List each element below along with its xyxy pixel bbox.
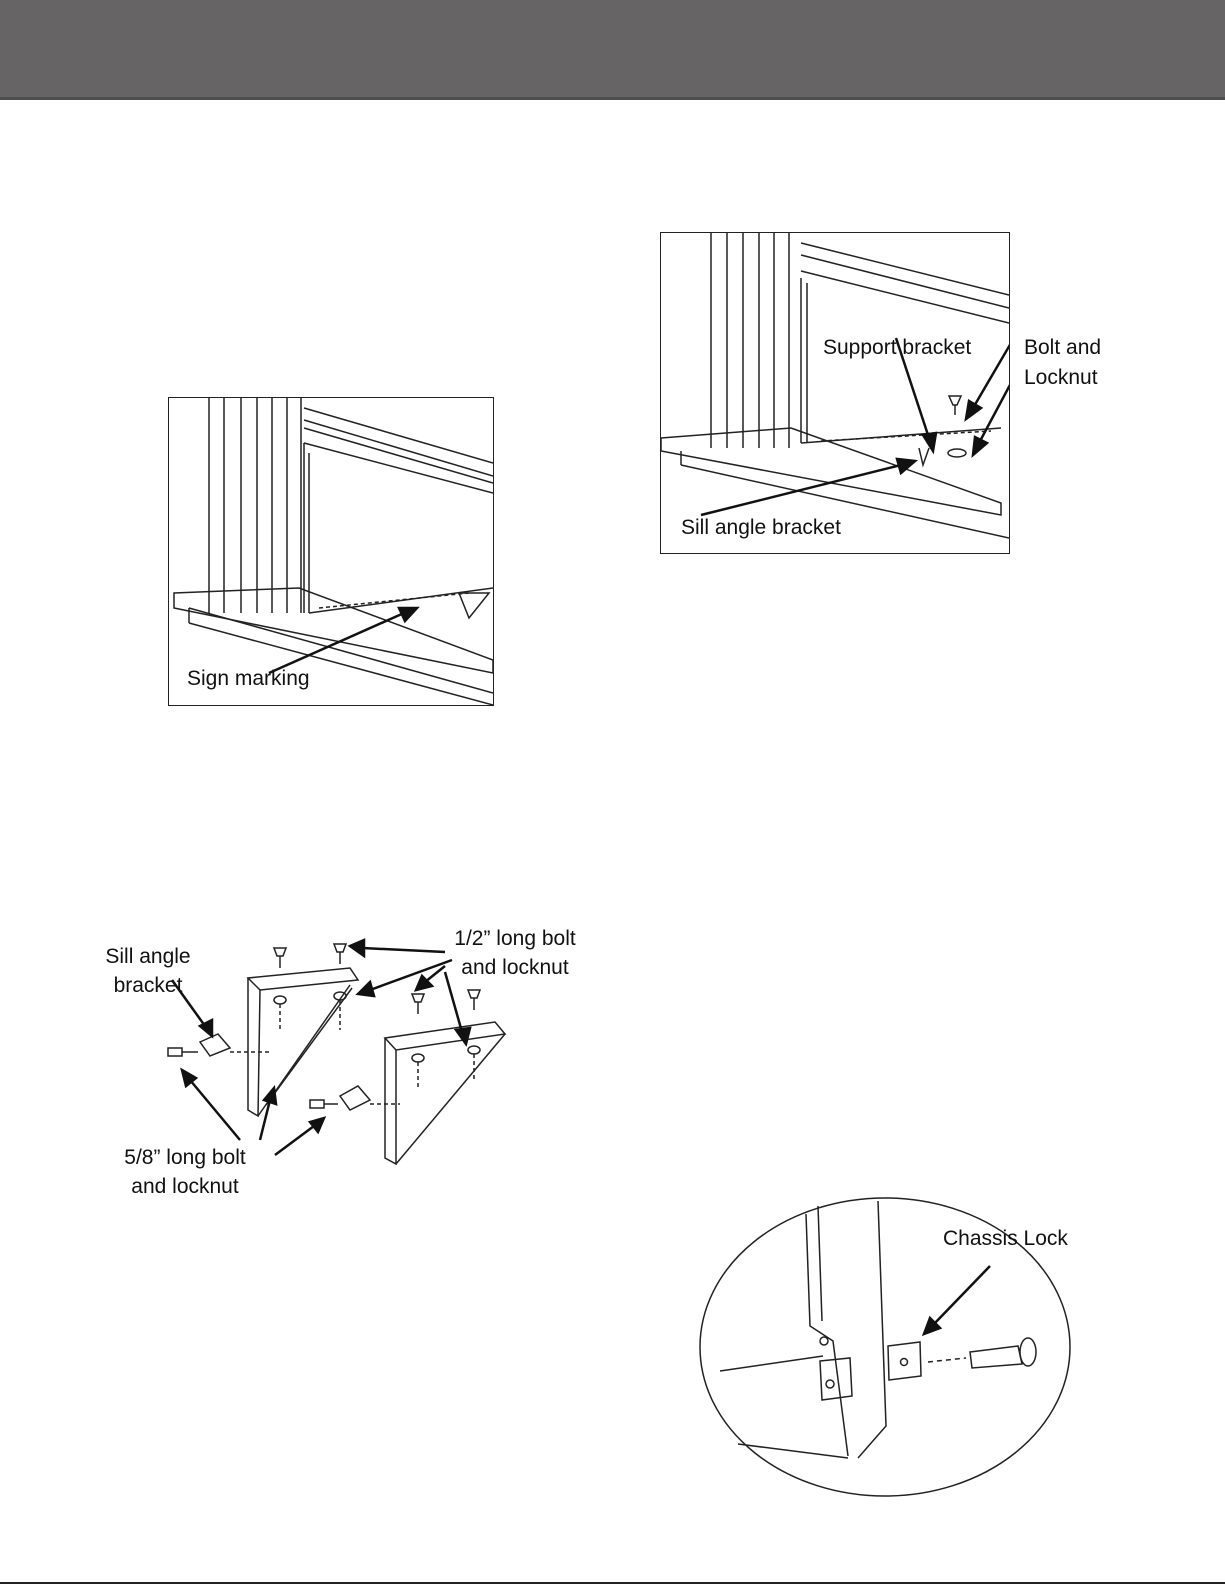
figure-support-bracket: Support bracket Sill angle bracket xyxy=(660,232,1010,554)
bolt-and-locknut-label-line1: Bolt and xyxy=(1024,333,1101,363)
bolt-and-locknut-label-line2: Locknut xyxy=(1024,363,1098,393)
support-bracket-label: Support bracket xyxy=(823,333,971,363)
figure-chassis-lock: Chassis Lock xyxy=(698,1196,1072,1498)
half-inch-bolt-label-line2: and locknut xyxy=(440,953,590,983)
five-eighths-bolt-label-line2: and locknut xyxy=(110,1172,260,1202)
half-inch-bolt-label-line1: 1/2” long bolt xyxy=(440,924,590,954)
sill-angle-bracket-left-label-line1: Sill angle xyxy=(88,942,208,972)
support-bracket-illustration xyxy=(661,233,1009,553)
bottom-rule xyxy=(0,1582,1225,1584)
chassis-lock-label: Chassis Lock xyxy=(943,1224,1068,1254)
figure-sign-marking: Sign marking xyxy=(168,397,494,706)
window-sill-illustration xyxy=(169,398,493,705)
sill-angle-bracket-left-label-line2: bracket xyxy=(88,971,208,1001)
header-bar xyxy=(0,0,1225,100)
sill-angle-bracket-label: Sill angle bracket xyxy=(681,513,841,543)
five-eighths-bolt-label-line1: 5/8” long bolt xyxy=(110,1143,260,1173)
sign-marking-label: Sign marking xyxy=(187,664,310,694)
